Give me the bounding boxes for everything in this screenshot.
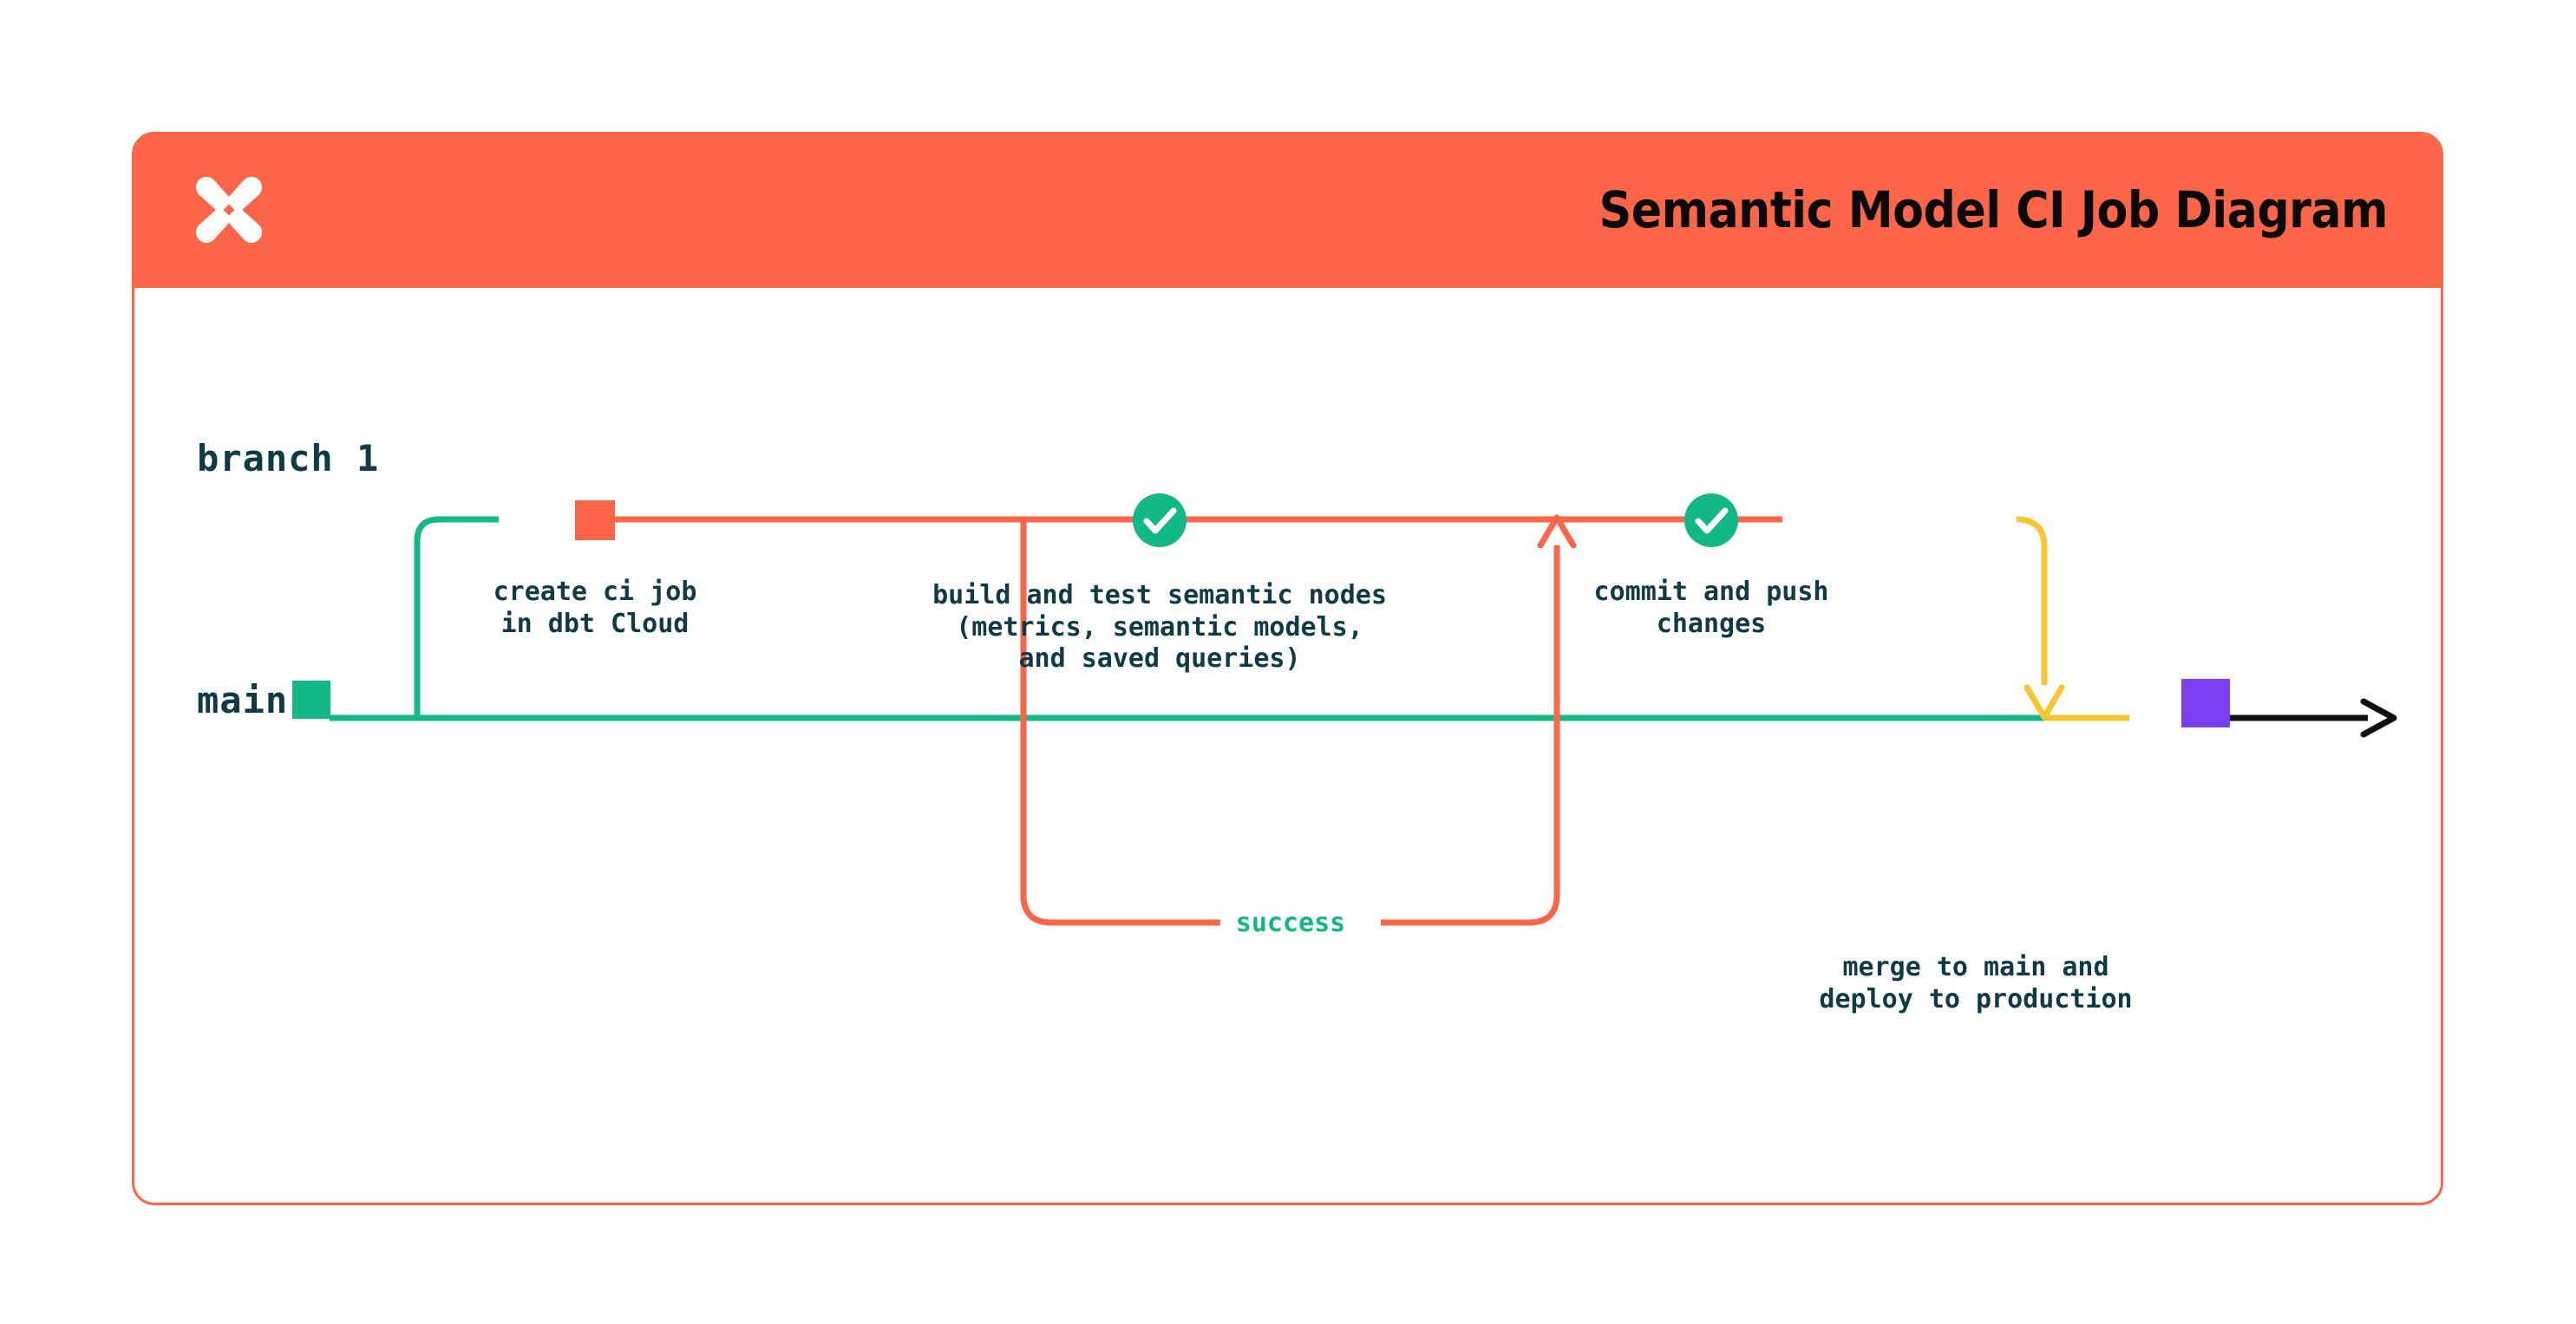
lane-label-main: main: [197, 679, 289, 721]
success-loop-right: [1381, 545, 1560, 926]
dbt-x-logo-icon: [195, 176, 263, 244]
merge-down-edge: [2016, 516, 2048, 685]
branch-off-edge: [414, 516, 499, 718]
success-loop-left: [1020, 519, 1271, 926]
create-ci-job-marker: [575, 500, 615, 540]
diagram-canvas: branch 1 main create ci job in dbt Cloud…: [134, 290, 2441, 1203]
build-and-test-marker: [1133, 493, 1187, 547]
merge-to-main-marker: [2181, 679, 2230, 727]
edge-label-success: success: [1219, 908, 1362, 938]
lane-label-branch-1: branch 1: [197, 437, 380, 479]
page-title: Semantic Model CI Job Diagram: [1599, 180, 2389, 239]
diagram-card: Semantic Model CI Job Diagram: [132, 132, 2443, 1205]
commit-and-push-marker: [1684, 493, 1738, 547]
merge-down-arrowhead: [2024, 684, 2065, 721]
card-header: Semantic Model CI Job Diagram: [134, 134, 2441, 288]
node-label-create-ci-job: create ci job in dbt Cloud: [493, 577, 697, 639]
node-label-merge-to-main: merge to main and deploy to production: [1819, 952, 2133, 1014]
diagram-svg: [292, 493, 2397, 926]
success-loop-arrowhead: [1537, 514, 1577, 549]
node-label-build-and-test: build and test semantic nodes (metrics, …: [932, 580, 1387, 675]
node-label-commit-and-push: commit and push changes: [1593, 577, 1829, 639]
main-continue-arrowhead: [2360, 698, 2397, 738]
main-start-marker: [292, 681, 330, 719]
